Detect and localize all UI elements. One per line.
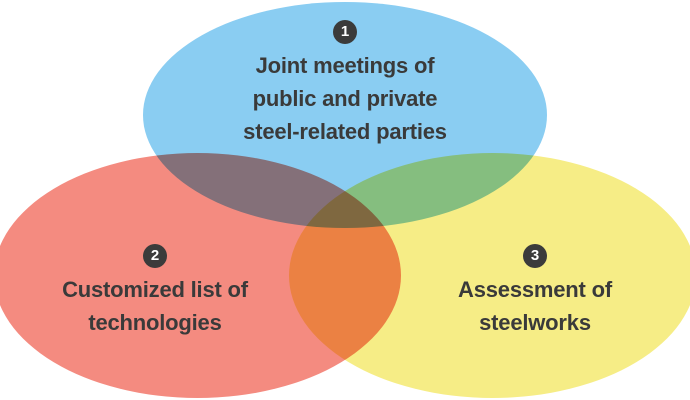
set1-label-line: steel-related parties: [243, 119, 447, 144]
number-badge-1: 1: [333, 20, 357, 44]
set2-label-block: 2 Customized list of technologies: [15, 244, 295, 339]
set3-label-line: Assessment of: [458, 277, 612, 302]
set3-label-block: 3 Assessment of steelworks: [405, 244, 665, 339]
set1-label-line: Joint meetings of: [255, 53, 435, 78]
set3-label: Assessment of steelworks: [405, 273, 665, 339]
number-badge-3: 3: [523, 244, 547, 268]
set1-label-line: public and private: [252, 86, 438, 111]
set2-label-line: Customized list of: [62, 277, 248, 302]
set2-label-line: technologies: [88, 310, 222, 335]
number-badge-2: 2: [143, 244, 167, 268]
venn-circle-assessment: [289, 153, 690, 398]
set1-label: Joint meetings of public and private ste…: [205, 49, 485, 148]
set2-label: Customized list of technologies: [15, 273, 295, 339]
set3-label-line: steelworks: [479, 310, 591, 335]
set1-label-block: 1 Joint meetings of public and private s…: [205, 20, 485, 148]
